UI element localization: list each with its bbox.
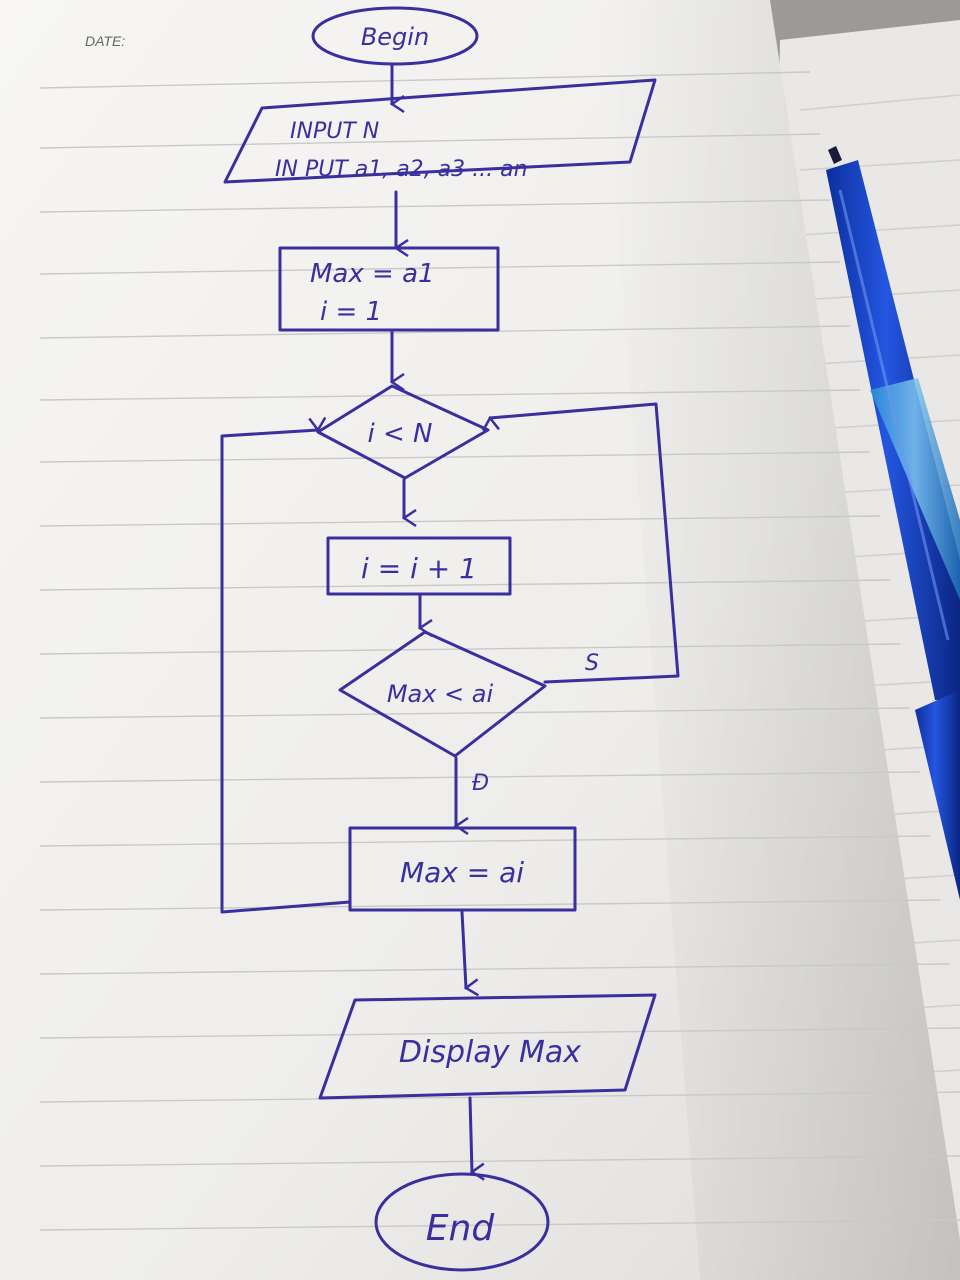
decision1-label: i < N [368, 419, 433, 449]
assign-process [348, 826, 577, 912]
input-parallelogram [223, 78, 657, 184]
increment-label: i = i + 1 [361, 552, 477, 585]
decision-i-less-n [316, 384, 490, 480]
ruled-lines [39, 71, 960, 1231]
arrow-assign-output [460, 910, 466, 988]
begin-terminal [311, 6, 479, 66]
begin-label: Begin [361, 23, 429, 51]
output-label: Display Max [399, 1035, 581, 1070]
input-line1: INPUT N [290, 119, 379, 144]
decision-max-less-ai [338, 630, 547, 758]
flowchart: Begin INPUT N IN PUT a1, a2, a3 ... an M… [220, 6, 680, 1272]
input-line2: IN PUT a1, a2, a3 ... an [275, 157, 528, 182]
end-terminal [374, 1172, 550, 1272]
init-line2: i = 1 [320, 297, 382, 327]
pen-icon [826, 146, 960, 900]
init-process [278, 246, 500, 332]
end-label: End [426, 1208, 496, 1249]
label-d: Đ [472, 771, 489, 796]
decision2-label: Max < ai [387, 680, 494, 708]
increment-process [326, 536, 512, 596]
arrow-output-end [468, 1096, 472, 1172]
date-label: DATE: [85, 33, 125, 49]
label-s: S [585, 651, 599, 676]
loop-s-path [490, 402, 680, 684]
init-line1: Max = a1 [310, 259, 435, 289]
output-parallelogram [318, 993, 657, 1100]
loop-left-path [220, 430, 352, 914]
assign-label: Max = ai [400, 856, 524, 889]
